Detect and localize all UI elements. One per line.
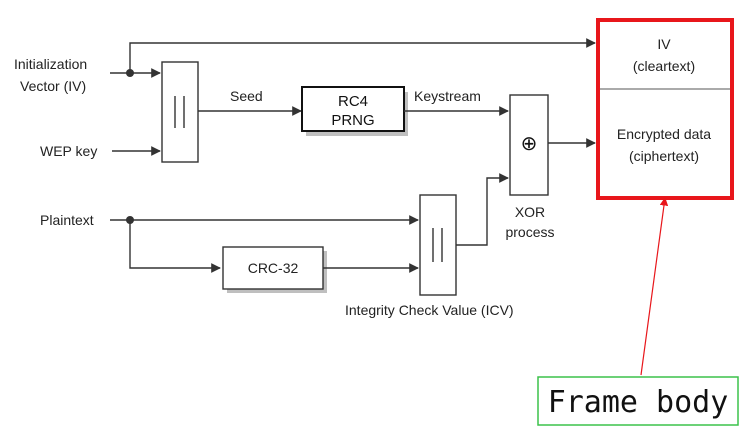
output-frame xyxy=(596,18,734,200)
frame-body-box xyxy=(537,376,739,426)
plaintext-label: Plaintext xyxy=(40,212,94,228)
output-iv-line1: IV xyxy=(657,36,671,52)
iv-label-line2: Vector (IV) xyxy=(20,78,86,94)
xor-label-line2: process xyxy=(505,224,554,240)
seed-label: Seed xyxy=(230,88,263,104)
xor-label-line1: XOR xyxy=(515,204,545,220)
iv-to-output-arrow xyxy=(129,38,596,73)
crc32-label: CRC-32 xyxy=(248,260,299,276)
rc4-label: RC4 xyxy=(338,93,368,110)
icv-label: Integrity Check Value (ICV) xyxy=(345,302,514,318)
frame-body-label: Frame body xyxy=(548,385,729,420)
concat-to-xor-arrow xyxy=(456,173,509,246)
iv-label-line1: Initialization xyxy=(14,56,87,72)
xor-symbol: ⊕ xyxy=(521,133,538,155)
concat-box-icv xyxy=(419,194,457,296)
crc32-box xyxy=(222,246,324,290)
keystream-label: Keystream xyxy=(414,88,481,104)
output-iv-line2: (cleartext) xyxy=(633,58,695,74)
concat-box-seed xyxy=(161,61,199,163)
wep-key-label: WEP key xyxy=(40,143,97,159)
frame-body-pointer xyxy=(640,197,669,376)
plaintext-to-crc-arrow xyxy=(129,220,221,273)
output-enc-line2: (ciphertext) xyxy=(629,148,699,164)
prng-label: PRNG xyxy=(331,112,374,129)
output-enc-line1: Encrypted data xyxy=(617,126,711,142)
xor-box xyxy=(509,94,549,196)
rc4-prng-box xyxy=(301,86,405,132)
